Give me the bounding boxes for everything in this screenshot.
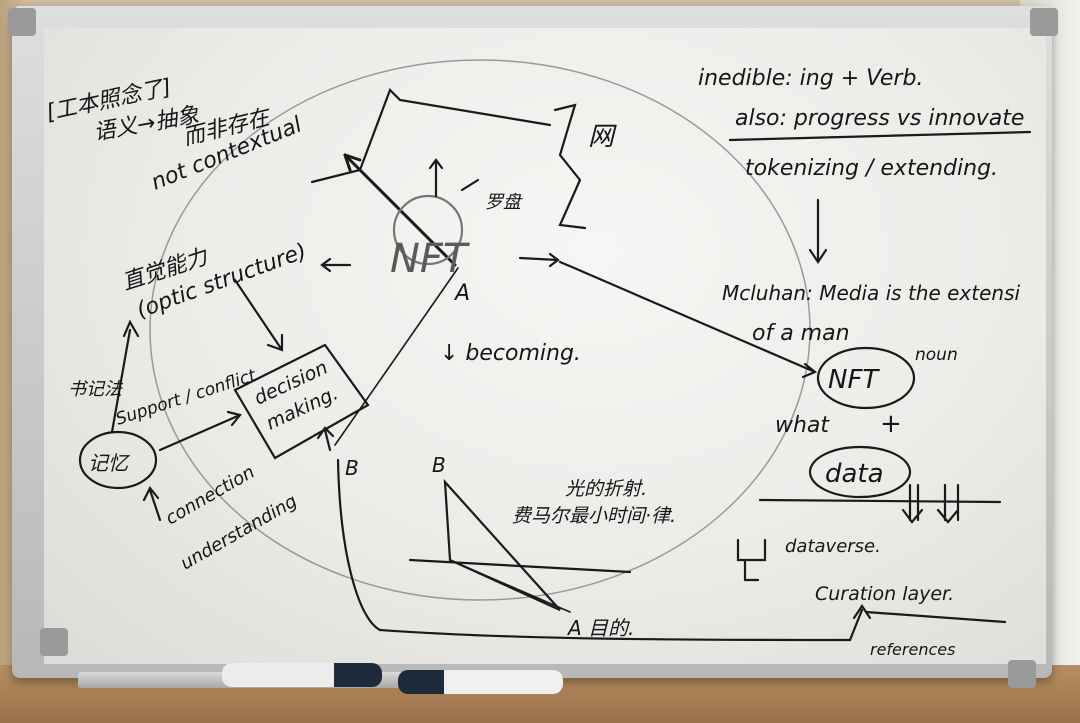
support-text: Support / conflict [113,365,259,430]
line-a-to-b [334,267,459,446]
what-text: what [775,413,830,438]
zigzag-top [310,88,552,184]
arrow-right [518,252,560,268]
zigzag-right [553,103,587,230]
triangle-baseline [408,558,632,574]
light-refraction-text: 光的折射. [565,478,647,500]
large-circle [149,59,811,601]
references-text: references [870,640,955,659]
refraction-line [449,559,571,613]
decision-box [233,343,370,460]
curation-text: Curation layer. [815,583,954,605]
marker-pen-1 [222,663,382,687]
arrow-memory-decision [158,410,242,452]
point-b-label: B [345,456,359,480]
data-text: data [825,459,884,489]
divider-line-bottom [758,498,1002,504]
compass-circle [392,194,464,266]
nft-center-text: NFT [390,236,471,282]
mcluhan-text: Mcluhan: Media is the extensi [722,281,1021,305]
arrowhead-contextual [343,153,362,172]
arrow-connection-up [142,485,162,522]
arrow-to-nft-noun [558,260,818,379]
also-text: also: progress vs innovate [735,106,1024,131]
fermat-text: 费马尔最小时间·律. [512,505,676,527]
frame-corner-bottom-left [40,628,68,656]
memory-cn-text: 书记法 [68,379,124,400]
arrow-memory-up [110,319,140,434]
tokenizing-text: tokenizing / extending. [745,156,998,181]
point-a-label: A [453,281,470,306]
marker-pen-2 [398,670,563,694]
whiteboard-surface [44,28,1046,664]
arrow-b-up [316,426,335,452]
whiteboard-frame [12,6,1052,678]
frame-corner-top-left [8,8,36,36]
inedible-text: inedible: ing + Verb. [698,66,923,91]
triangle-b-label: B [432,453,446,477]
compass-up-arrow [428,158,444,198]
triangle-a-label: A 目的. [566,616,634,640]
data-ellipse [808,445,912,499]
divider-line-top [728,130,1032,142]
net-text: 网 [588,122,617,152]
compass-tick [460,178,480,192]
arrow-intuition-decision [233,278,284,352]
triangle [443,478,561,612]
dataverse-text: dataverse. [785,536,881,557]
nft-noun-text: NFT [828,365,880,395]
frame-corner-top-right [1030,8,1058,36]
of-a-man-text: of a man [752,321,850,346]
references-line [864,610,1007,624]
memory-circle [78,430,158,490]
frame-corner-bottom-right [1008,660,1036,688]
plus-text: + [880,409,902,439]
cactus-doodle [736,538,767,582]
triple-down-arrows [901,483,960,524]
arrow-left [320,257,352,273]
arrow-down-tokenizing [808,198,828,264]
bottom-loop-arrow [336,458,872,642]
noun-text: noun [915,345,958,365]
becoming-text: ↓ becoming. [440,341,581,366]
memory-circle-text: 记忆 [88,451,131,475]
compass-text: 罗盘 [485,192,523,213]
nft-noun-ellipse [816,346,916,410]
